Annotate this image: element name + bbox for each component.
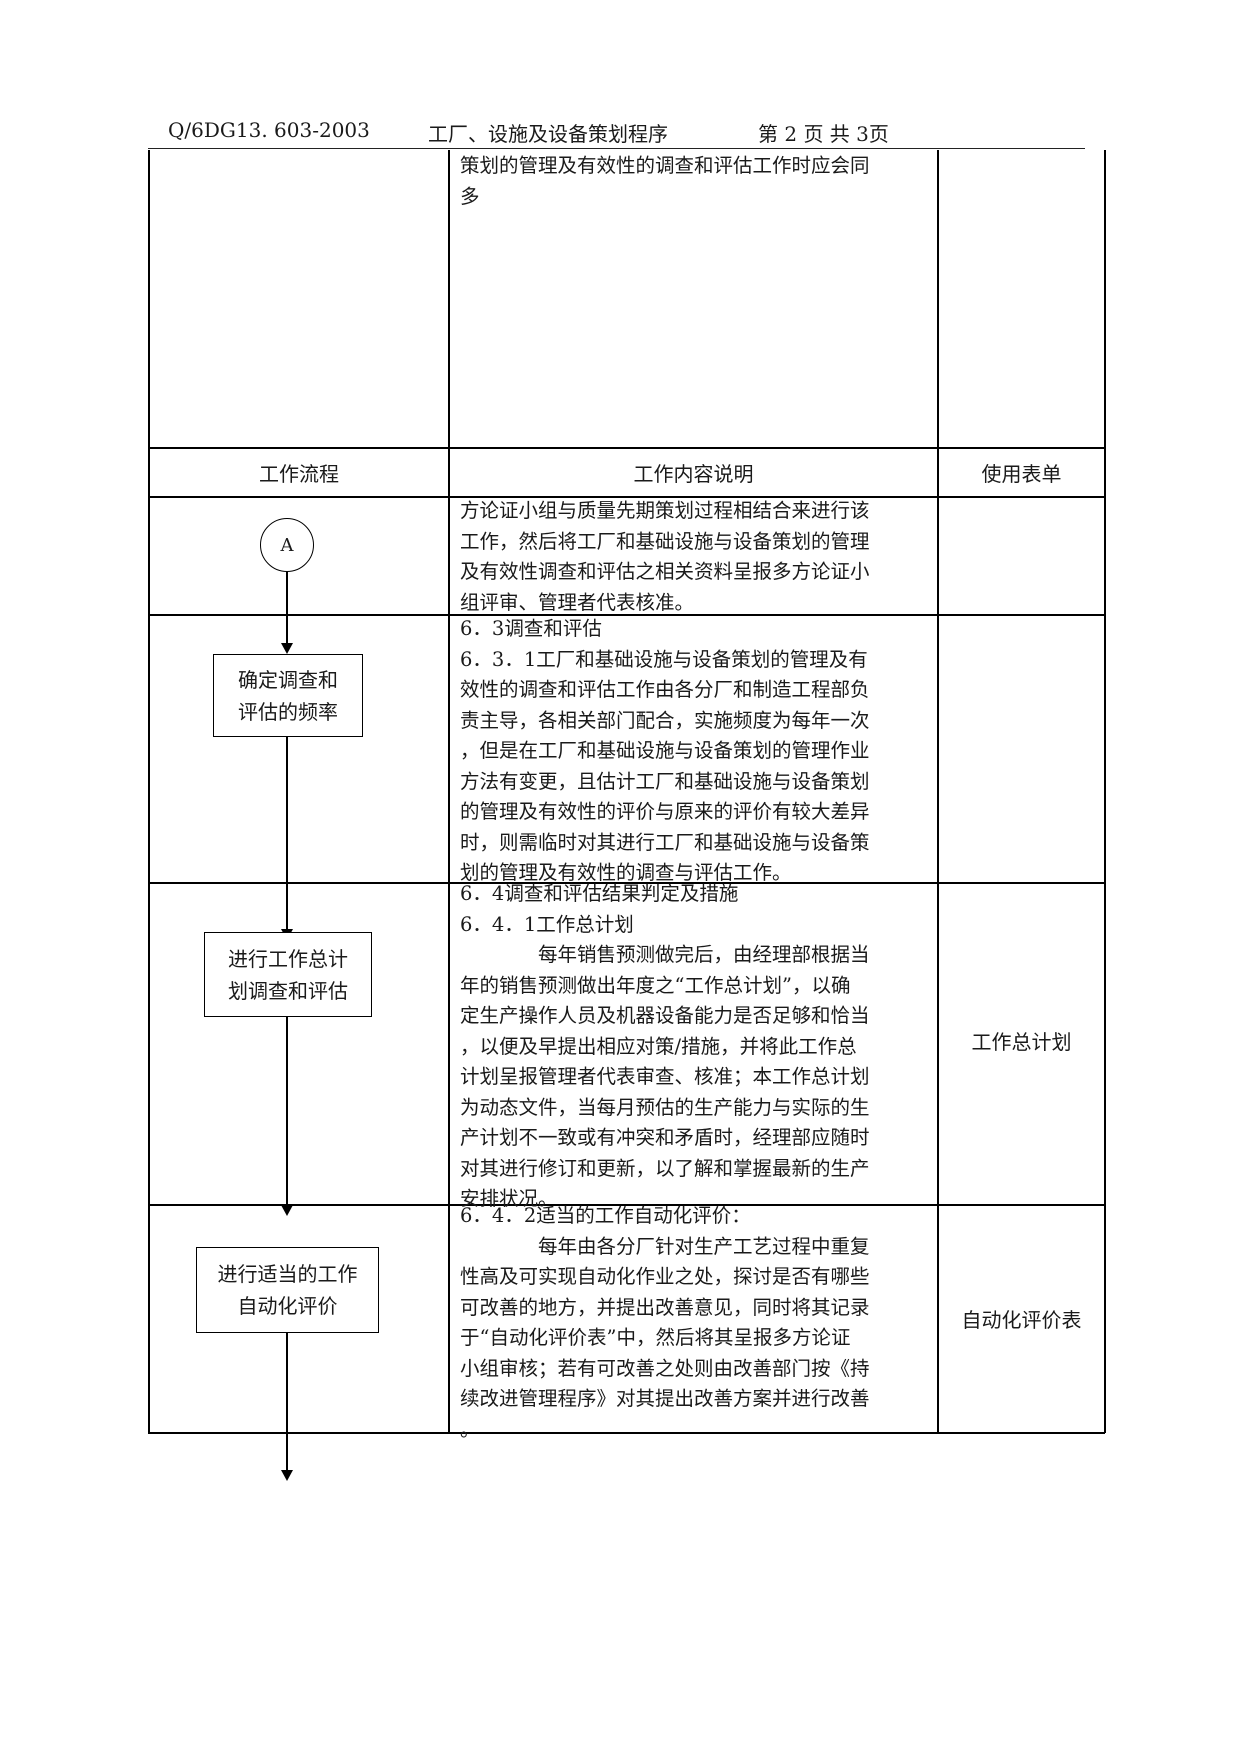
text-line: 6．4．1工作总计划 bbox=[460, 912, 634, 936]
flow-box-automation: 进行适当的工作自动化评价 bbox=[196, 1247, 379, 1333]
text-line: 安排状况。 bbox=[460, 1187, 558, 1210]
continued-text: 策划的管理及有效性的调查和评估工作时应会同 多 bbox=[460, 151, 870, 212]
flow-line bbox=[286, 1333, 288, 1472]
text-line: 。 bbox=[460, 1417, 480, 1441]
text-line: 每年由各分厂针对生产工艺过程中重复 bbox=[460, 1234, 870, 1258]
row-line bbox=[148, 496, 1105, 498]
text-line: 6．3调查和评估 bbox=[460, 617, 602, 640]
text-line: 计划呈报管理者代表审查、核准；本工作总计划 bbox=[460, 1065, 870, 1088]
text-line: 6．4．2适当的工作自动化评价： bbox=[460, 1204, 751, 1227]
flow-line bbox=[286, 737, 288, 929]
text-line: 效性的调查和评估工作由各分厂和制造工程部负 bbox=[460, 678, 870, 701]
table-border-bottom bbox=[148, 1432, 1105, 1434]
form-cell-master-plan: 工作总计划 bbox=[971, 1030, 1072, 1054]
flow-box-frequency: 确定调查和评估的频率 bbox=[213, 654, 363, 737]
doc-code: Q/6DG13. 603-2003 bbox=[168, 118, 370, 142]
table-divider-2 bbox=[937, 150, 939, 1433]
text-line: 策划的管理及有效性的调查和评估工作时应会同 bbox=[460, 154, 870, 177]
flow-box-line: 进行适当的工作 bbox=[217, 1262, 358, 1286]
row-content-2: 6．3调查和评估 6．3．1工厂和基础设施与设备策划的管理及有 效性的调查和评估… bbox=[460, 614, 870, 889]
flow-box-line: 划调查和评估 bbox=[228, 978, 348, 1003]
flow-box-line: 进行工作总计 bbox=[228, 946, 348, 971]
column-header-form: 使用表单 bbox=[981, 462, 1062, 486]
text-line: 组评审、管理者代表核准。 bbox=[460, 590, 695, 614]
connector-a: A bbox=[260, 518, 314, 572]
row-content-1: 方论证小组与质量先期策划过程相结合来进行该 工作，然后将工厂和基础设施与设备策划… bbox=[460, 496, 870, 618]
flow-box-line: 评估的频率 bbox=[238, 699, 338, 724]
form-cell-automation: 自动化评价表 bbox=[961, 1308, 1082, 1332]
text-line: 划的管理及有效性的调查与评估工作。 bbox=[460, 861, 792, 884]
text-line: 工作，然后将工厂和基础设施与设备策划的管理 bbox=[460, 529, 870, 553]
doc-title: 工厂、设施及设备策划程序 bbox=[428, 122, 668, 146]
text-line: 时，则需临时对其进行工厂和基础设施与设备策 bbox=[460, 830, 870, 854]
text-line: 对其进行修订和更新，以了解和掌握最新的生产 bbox=[460, 1156, 870, 1180]
text-line: 产计划不一致或有冲突和矛盾时，经理部应随时 bbox=[460, 1126, 870, 1149]
column-header-flow: 工作流程 bbox=[259, 462, 339, 486]
text-line: 多 bbox=[460, 184, 480, 208]
row-content-4: 6．4．2适当的工作自动化评价： 每年由各分厂针对生产工艺过程中重复 性高及可实… bbox=[460, 1201, 870, 1445]
flow-box-master-plan: 进行工作总计划调查和评估 bbox=[204, 932, 372, 1017]
text-line: 方法有变更，且估计工厂和基础设施与设备策划 bbox=[460, 769, 870, 793]
column-header-content: 工作内容说明 bbox=[633, 462, 754, 486]
text-line: 续改进管理程序》对其提出改善方案并进行改善 bbox=[460, 1387, 870, 1410]
text-line: 为动态文件，当每月预估的生产能力与实际的生 bbox=[460, 1095, 870, 1119]
flow-line bbox=[286, 1017, 288, 1205]
text-line: 的管理及有效性的评价与原来的评价有较大差异 bbox=[460, 800, 870, 823]
row-line bbox=[148, 447, 1105, 449]
row-line bbox=[148, 614, 1105, 616]
text-line: 于“自动化评价表”中，然后将其呈报多方论证 bbox=[460, 1326, 851, 1349]
flow-line bbox=[286, 572, 288, 643]
text-line: 年的销售预测做出年度之“工作总计划”，以确 bbox=[460, 973, 851, 997]
text-line: 责主导，各相关部门配合，实施频度为每年一次 bbox=[460, 708, 870, 732]
text-line: 定生产操作人员及机器设备能力是否足够和恰当 bbox=[460, 1004, 870, 1027]
flow-box-line: 确定调查和 bbox=[238, 667, 338, 692]
text-line: ，以便及早提出相应对策/措施，并将此工作总 bbox=[460, 1034, 857, 1058]
text-line: 小组审核；若有可改善之处则由改善部门按《持 bbox=[460, 1356, 870, 1380]
table-divider-1 bbox=[448, 150, 450, 1433]
flow-box-line: 自动化评价 bbox=[237, 1294, 338, 1318]
text-line: 性高及可实现自动化作业之处，探讨是否有哪些 bbox=[460, 1265, 870, 1288]
arrow-down-icon bbox=[281, 1205, 293, 1216]
row-line bbox=[148, 1204, 1105, 1206]
page-number: 第 2 页 共 3页 bbox=[758, 122, 889, 146]
text-line: 6．4调查和评估结果判定及措施 bbox=[460, 882, 739, 905]
text-line: 方论证小组与质量先期策划过程相结合来进行该 bbox=[460, 499, 870, 522]
text-line: 可改善的地方，并提出改善意见，同时将其记录 bbox=[460, 1295, 870, 1319]
arrow-down-icon bbox=[281, 643, 293, 654]
header-rule bbox=[148, 148, 1085, 149]
row-line bbox=[148, 882, 1105, 884]
row-content-3: 6．4调查和评估结果判定及措施 6．4．1工作总计划 每年销售预测做完后，由经理… bbox=[460, 879, 870, 1215]
text-line: 每年销售预测做完后，由经理部根据当 bbox=[460, 943, 870, 966]
text-line: 及有效性调查和评估之相关资料呈报多方论证小 bbox=[460, 560, 870, 583]
arrow-down-icon bbox=[281, 1470, 293, 1481]
table-border-left bbox=[148, 150, 150, 1433]
text-line: 6．3．1工厂和基础设施与设备策划的管理及有 bbox=[460, 647, 868, 671]
table-border-right bbox=[1104, 150, 1106, 1433]
text-line: ，但是在工厂和基础设施与设备策划的管理作业 bbox=[460, 739, 870, 762]
